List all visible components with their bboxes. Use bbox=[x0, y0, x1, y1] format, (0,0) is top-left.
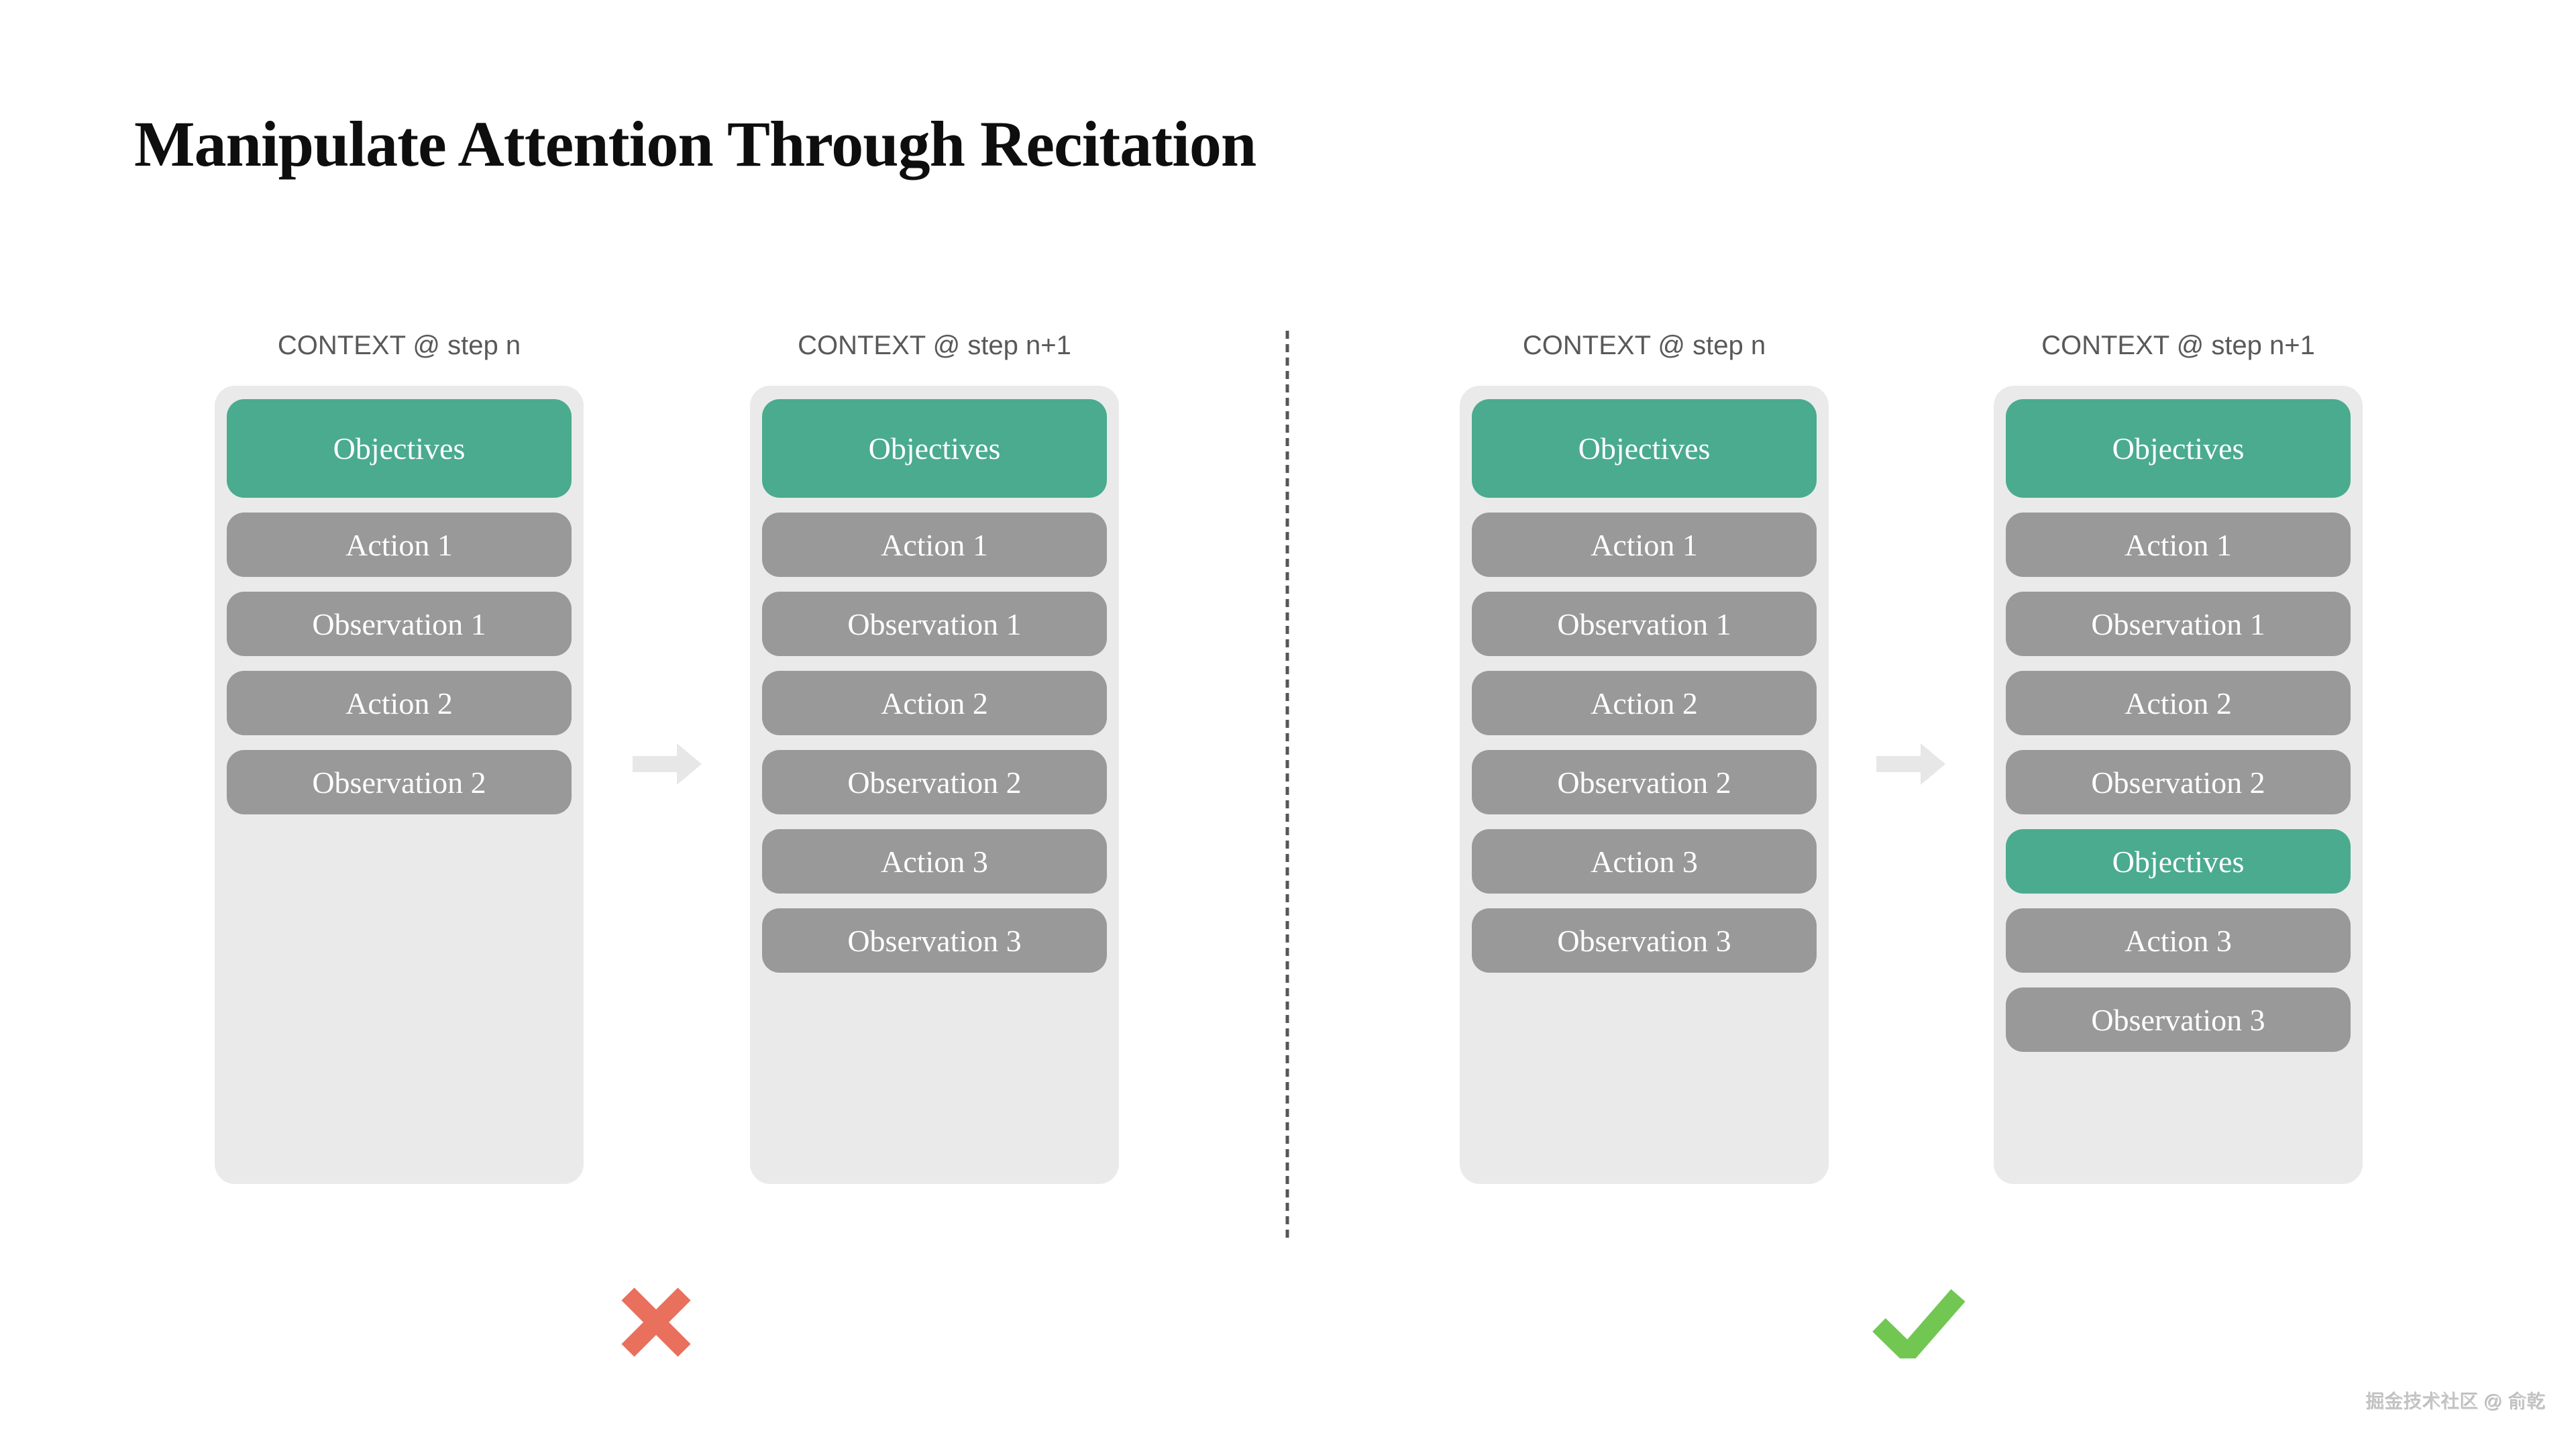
pill-objectives: Objectives bbox=[762, 399, 1107, 498]
pill-action-2: Action 2 bbox=[762, 671, 1107, 735]
watermark: 掘金技术社区 @ 俞乾 bbox=[2366, 1391, 2546, 1412]
panel-header: CONTEXT @ step n+1 bbox=[2041, 331, 2315, 360]
right-arrow-icon bbox=[1876, 743, 1945, 785]
pill-observation-3: Observation 3 bbox=[2006, 987, 2351, 1052]
pill-objectives: Objectives bbox=[1472, 399, 1817, 498]
context-panel-left-step-n1: CONTEXT @ step n+1 Objectives Action 1 O… bbox=[750, 330, 1119, 1184]
right-arrow-icon bbox=[633, 743, 702, 785]
pill-action-2: Action 2 bbox=[227, 671, 572, 735]
pill-action-2: Action 2 bbox=[1472, 671, 1817, 735]
pill-action-2: Action 2 bbox=[2006, 671, 2351, 735]
pill-action-3: Action 3 bbox=[762, 829, 1107, 894]
pill-action-1: Action 1 bbox=[1472, 513, 1817, 577]
context-panel-left-step-n: CONTEXT @ step n Objectives Action 1 Obs… bbox=[215, 330, 584, 1184]
context-panel-right-step-n: CONTEXT @ step n Objectives Action 1 Obs… bbox=[1460, 330, 1829, 1184]
pill-action-1: Action 1 bbox=[2006, 513, 2351, 577]
pill-observation-1: Observation 1 bbox=[227, 592, 572, 656]
context-stack: Objectives Action 1 Observation 1 Action… bbox=[215, 386, 584, 1184]
pill-observation-3: Observation 3 bbox=[762, 908, 1107, 973]
pill-observation-2: Observation 2 bbox=[762, 750, 1107, 814]
context-stack: Objectives Action 1 Observation 1 Action… bbox=[1460, 386, 1829, 1184]
page-title: Manipulate Attention Through Recitation bbox=[134, 108, 1256, 180]
pill-observation-2: Observation 2 bbox=[1472, 750, 1817, 814]
pill-observation-1: Observation 1 bbox=[2006, 592, 2351, 656]
context-stack: Objectives Action 1 Observation 1 Action… bbox=[1994, 386, 2363, 1184]
pill-observation-1: Observation 1 bbox=[1472, 592, 1817, 656]
pill-observation-3: Observation 3 bbox=[1472, 908, 1817, 973]
pill-observation-2: Observation 2 bbox=[2006, 750, 2351, 814]
pill-objectives-recited: Objectives bbox=[2006, 829, 2351, 894]
cross-icon bbox=[621, 1287, 691, 1357]
pill-observation-1: Observation 1 bbox=[762, 592, 1107, 656]
dashed-divider bbox=[1285, 331, 1289, 1238]
context-panel-right-step-n1: CONTEXT @ step n+1 Objectives Action 1 O… bbox=[1994, 330, 2363, 1184]
pill-action-1: Action 1 bbox=[762, 513, 1107, 577]
pill-action-3: Action 3 bbox=[2006, 908, 2351, 973]
pill-objectives: Objectives bbox=[227, 399, 572, 498]
context-stack: Objectives Action 1 Observation 1 Action… bbox=[750, 386, 1119, 1184]
panel-header: CONTEXT @ step n bbox=[1522, 331, 1766, 360]
panel-header: CONTEXT @ step n bbox=[277, 331, 521, 360]
pill-action-1: Action 1 bbox=[227, 513, 572, 577]
pill-observation-2: Observation 2 bbox=[227, 750, 572, 814]
pill-objectives: Objectives bbox=[2006, 399, 2351, 498]
panel-header: CONTEXT @ step n+1 bbox=[798, 331, 1071, 360]
check-icon bbox=[1872, 1289, 1966, 1358]
pill-action-3: Action 3 bbox=[1472, 829, 1817, 894]
